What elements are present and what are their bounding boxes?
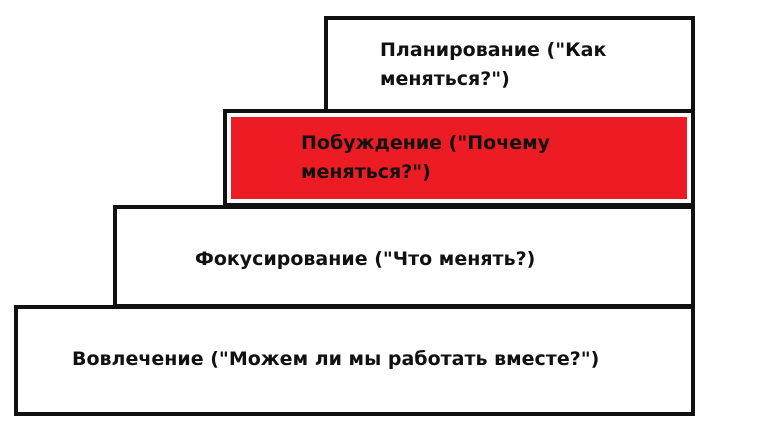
step-label: Фокусирование ("Что менять?) <box>195 248 536 270</box>
step-planning: Планирование ("Как меняться?") <box>324 16 695 113</box>
step-label: Побуждение ("Почему меняться?") <box>301 132 551 183</box>
step-evoking: Побуждение ("Почему меняться?") <box>223 109 695 207</box>
step-label: Вовлечение ("Можем ли мы работать вместе… <box>72 348 600 370</box>
step-label: Планирование ("Как меняться?") <box>380 39 607 90</box>
highlight-fill <box>231 117 687 199</box>
step-focusing: Фокусирование ("Что менять?) <box>113 205 695 308</box>
step-engaging: Вовлечение ("Можем ли мы работать вместе… <box>14 305 695 416</box>
